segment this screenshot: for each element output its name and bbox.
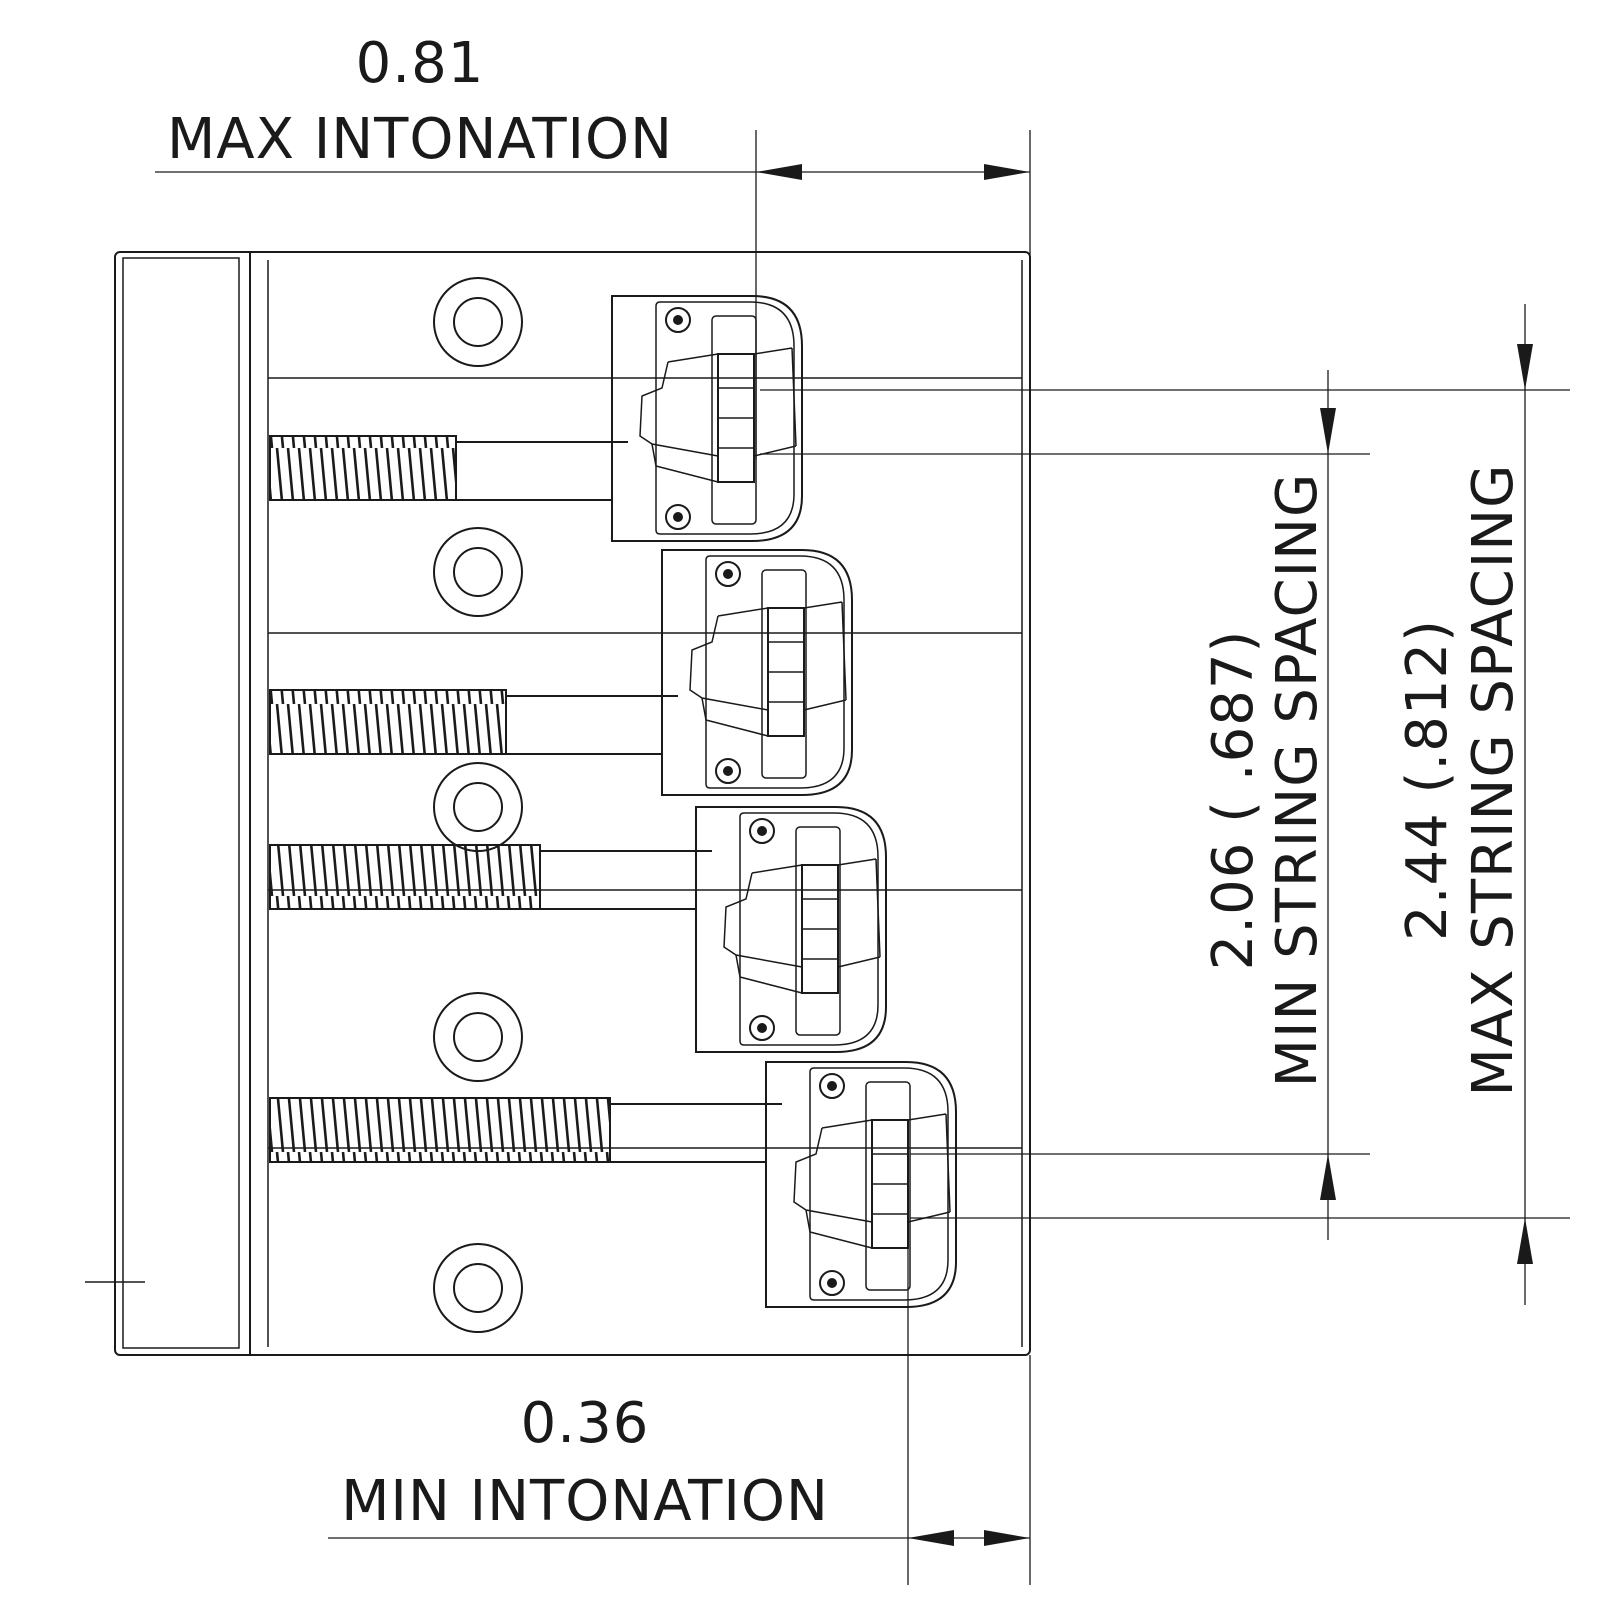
mounting-hole-1 — [433, 277, 523, 367]
dimension-min-string-spacing: 2.06 ( .687) MIN STRING SPACING — [760, 370, 1370, 1240]
saddle-1 — [611, 295, 803, 542]
intonation-screw-outline-3 — [269, 844, 541, 910]
saddle-assembly-1 — [269, 295, 803, 542]
mounting-holes — [433, 277, 523, 1333]
mounting-hole-2 — [433, 527, 523, 617]
max-intonation-value: 0.81 — [356, 31, 485, 96]
intonation-screw-shank-1 — [456, 441, 628, 501]
intonation-screw-shank-3 — [540, 850, 712, 910]
max-intonation-label: MAX INTONATION — [167, 107, 673, 172]
intonation-screw-outline-2 — [269, 689, 507, 755]
base-plate-outline — [114, 251, 1031, 1356]
dimension-max-string-spacing: 2.44 (.812) MAX STRING SPACING — [760, 304, 1570, 1305]
intonation-screw-thread-2 — [270, 690, 506, 754]
saddle-assembly-3 — [269, 806, 887, 1053]
intonation-screw-thread-3 — [270, 845, 540, 909]
saddle-3 — [695, 806, 887, 1053]
saddle-assembly-2 — [269, 549, 853, 796]
dimension-min-intonation: 0.36 MIN INTONATION — [328, 1160, 1031, 1585]
rear-wall — [122, 257, 240, 1349]
saddle-2 — [661, 549, 853, 796]
intonation-screw-shank-2 — [506, 695, 678, 755]
min-intonation-value: 0.36 — [521, 1391, 650, 1456]
base-plate — [85, 251, 1031, 1356]
intonation-screw-outline-4 — [269, 1097, 611, 1163]
intonation-screw-thread-1 — [270, 436, 456, 500]
mounting-hole-5 — [433, 1243, 523, 1333]
max-string-spacing-label: MAX STRING SPACING — [1461, 463, 1526, 1096]
min-intonation-label: MIN INTONATION — [341, 1469, 829, 1534]
min-string-spacing-value: 2.06 ( .687) — [1201, 630, 1266, 971]
max-string-spacing-value: 2.44 (.812) — [1395, 619, 1460, 941]
intonation-screw-thread-4 — [270, 1098, 610, 1162]
mounting-hole-3 — [433, 762, 523, 852]
min-string-spacing-label: MIN STRING SPACING — [1265, 473, 1330, 1088]
intonation-screw-outline-1 — [269, 435, 457, 501]
saddle-4 — [765, 1061, 957, 1308]
saddle-assembly-4 — [269, 1061, 957, 1308]
intonation-screw-shank-4 — [610, 1103, 782, 1163]
dimension-max-intonation: 0.81 MAX INTONATION — [155, 31, 1031, 460]
mounting-hole-4 — [433, 992, 523, 1082]
